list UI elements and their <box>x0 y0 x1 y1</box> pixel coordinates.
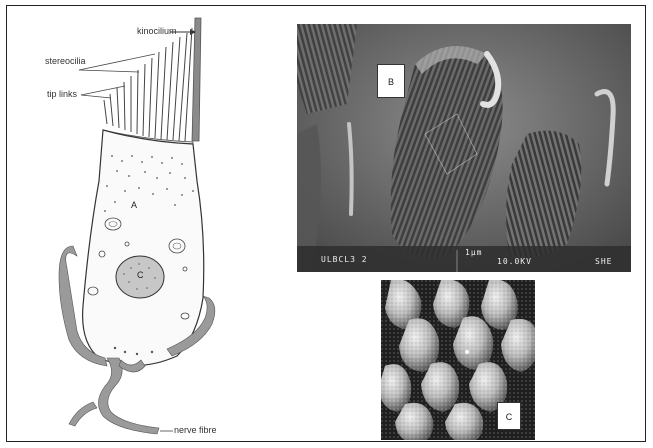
panel-b-letter: B <box>377 64 405 98</box>
micrograph-c: C <box>381 280 535 440</box>
kinocilium-label: kinocilium <box>137 26 177 36</box>
micrograph-b: B ULBCL3 2 1μm 10.0KV SHE <box>297 24 631 272</box>
panel-c-letter: C <box>497 402 521 430</box>
kinocilium-shape <box>192 18 201 141</box>
tip-links-pointer <box>81 86 125 95</box>
hair-cell-drawing <box>7 6 277 443</box>
stereocilia-bundle <box>104 28 192 141</box>
stereocilia-label: stereocilia <box>45 56 86 66</box>
micrograph-b-scale: 1μm <box>465 248 482 257</box>
micrograph-b-code-right: SHE <box>595 257 612 266</box>
tip-links-label: tip links <box>47 89 77 99</box>
figure-frame: kinocilium stereocilia tip links nerve f… <box>6 5 646 442</box>
nucleus-letter: C <box>137 270 144 280</box>
nerve-fibre-label: nerve fibre <box>174 425 217 435</box>
stereocilia-pointer <box>79 54 155 70</box>
micrograph-b-image <box>297 24 631 272</box>
panel-a-letter: A <box>131 200 137 210</box>
cell-body <box>83 130 204 366</box>
micrograph-b-code: ULBCL3 2 <box>321 255 368 264</box>
micrograph-b-voltage: 10.0KV <box>497 257 532 266</box>
